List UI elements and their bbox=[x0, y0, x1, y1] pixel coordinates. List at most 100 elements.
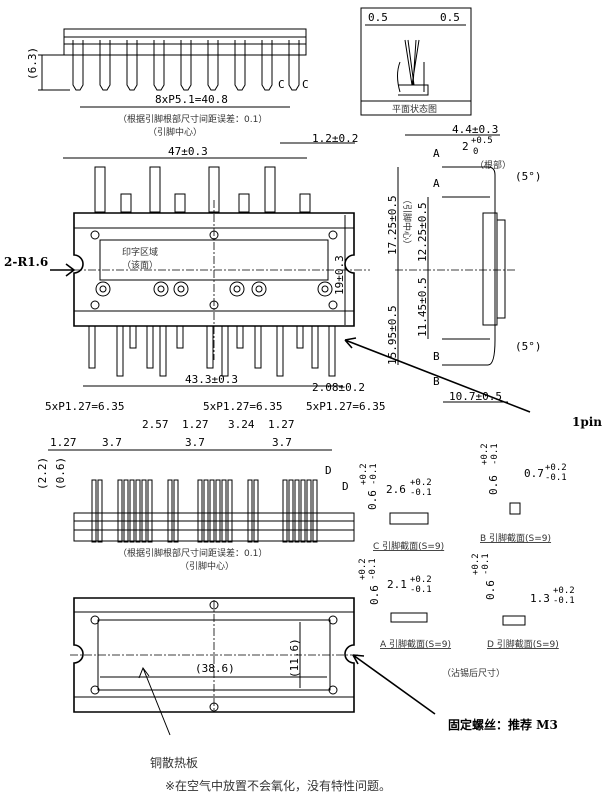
lead bbox=[253, 479, 259, 543]
lower-pin bbox=[146, 325, 154, 369]
tol: -0.1 bbox=[545, 473, 567, 483]
root-note: （根部） bbox=[475, 159, 511, 171]
section-d-marker: D bbox=[342, 480, 349, 493]
lead bbox=[123, 479, 129, 543]
top-view: 47±0.3 1.2±0.2 印字区域 （该面） 2-R1.6 19±0.3 4… bbox=[4, 132, 602, 429]
lead bbox=[282, 479, 288, 543]
section-b-marker: B bbox=[433, 350, 440, 363]
dim: 3.7 bbox=[272, 436, 292, 449]
pin1-label: 1pin bbox=[572, 415, 602, 429]
pin bbox=[99, 40, 111, 91]
lead bbox=[227, 479, 233, 543]
section-label: B 引脚截面(S=9) bbox=[480, 532, 551, 544]
dim-11-45: 11.45±0.5 bbox=[416, 277, 429, 337]
footnote: ※在空气中放置不会氧化，没有特性问题。 bbox=[165, 778, 391, 793]
lower-pin bbox=[254, 325, 262, 369]
mount-hole bbox=[328, 685, 338, 695]
thickness-dim: 4.4±0.3 bbox=[452, 123, 498, 136]
lead bbox=[221, 479, 227, 543]
pin bbox=[207, 40, 219, 91]
pin-offset-dim: 1.2±0.2 bbox=[312, 132, 358, 145]
pin bbox=[234, 40, 246, 91]
lead bbox=[129, 479, 135, 543]
upper-pin bbox=[264, 166, 276, 213]
height-dim: 19±0.3 bbox=[333, 255, 346, 295]
dim-0-6: (0.6) bbox=[54, 457, 67, 490]
screw-label: 固定螺丝：推荐 M3 bbox=[448, 717, 558, 732]
pin-section-c: 0.6 +0.2 -0.1 2.6 +0.2 -0.1 C 引脚截面(S=9) bbox=[359, 463, 444, 552]
section-a-marker: A bbox=[433, 177, 440, 190]
mount-hole bbox=[328, 230, 338, 240]
dim: 3.24 bbox=[228, 418, 255, 431]
width: 1.3 bbox=[530, 592, 550, 605]
lower-pin bbox=[328, 325, 336, 377]
pin-section-b: 0.6 +0.2 -0.1 0.7 +0.2 -0.1 B 引脚截面(S=9) bbox=[480, 443, 567, 544]
pin-boss bbox=[229, 281, 245, 297]
pin-boss-center bbox=[99, 285, 107, 293]
solder-note: （沾锡后尺寸） bbox=[442, 667, 505, 679]
pin bbox=[180, 40, 192, 91]
mount-hole bbox=[328, 615, 338, 625]
pin bbox=[153, 40, 165, 91]
height-dim: (6.3) bbox=[26, 47, 39, 80]
lead bbox=[312, 479, 318, 543]
root-dim: 2 bbox=[462, 140, 469, 153]
width: 2.6 bbox=[386, 483, 406, 496]
pin-center-note: （引脚中心） bbox=[148, 126, 202, 138]
thickness: 0.6 bbox=[366, 490, 379, 510]
upper-pin bbox=[238, 193, 250, 213]
lead bbox=[215, 479, 221, 543]
mount-hole bbox=[209, 600, 219, 610]
pitch-dim: 8xP5.1=40.8 bbox=[155, 93, 228, 106]
right-side-view: 4.4±0.3 2 +0.5 0 （根部） (5°) (5°) A A B B … bbox=[386, 123, 542, 403]
upper-pin bbox=[149, 166, 161, 213]
mount-hole bbox=[328, 300, 338, 310]
lower-pin bbox=[221, 325, 229, 377]
tol: +0.2 bbox=[471, 553, 481, 575]
tol: -0.1 bbox=[481, 553, 491, 575]
inset-caption: 平面状态图 bbox=[392, 103, 437, 115]
thickness: 0.6 bbox=[368, 585, 381, 605]
mount-hole bbox=[209, 702, 219, 712]
dim-17-25: 17.25±0.5 bbox=[386, 195, 399, 255]
angle-bottom: (5°) bbox=[515, 340, 542, 353]
root-tol-plus: +0.5 bbox=[471, 136, 493, 146]
notch-radius-label: 2-R1.6 bbox=[4, 255, 48, 269]
pin-boss-center bbox=[233, 285, 241, 293]
upper-pin bbox=[299, 193, 311, 213]
pin bbox=[126, 40, 138, 91]
heatsink-label: 铜散热板 bbox=[150, 755, 198, 770]
tolerance-note: （根据引脚根部尺寸间距误差：0.1） bbox=[118, 113, 267, 125]
pin-center-note: （引脚中心） bbox=[401, 195, 413, 249]
width: 0.7 bbox=[524, 467, 544, 480]
thickness: 0.6 bbox=[484, 580, 497, 600]
section-label: C 引脚截面(S=9) bbox=[373, 540, 444, 552]
lead bbox=[300, 479, 306, 543]
lead bbox=[91, 479, 97, 543]
pin-boss bbox=[251, 281, 267, 297]
upper-pin bbox=[120, 193, 132, 213]
width-dim: 47±0.3 bbox=[168, 145, 208, 158]
lower-pin bbox=[206, 325, 214, 369]
section-c-marker: C bbox=[278, 78, 285, 91]
inset-dim-left: 0.5 bbox=[368, 11, 388, 24]
pin bbox=[261, 40, 273, 91]
length-dim: (38.6) bbox=[195, 662, 235, 675]
upper-pin bbox=[94, 166, 106, 213]
dim: 1.27 bbox=[182, 418, 209, 431]
section-a-marker: A bbox=[433, 147, 440, 160]
pin-section-a: 0.6 +0.2 -0.1 2.1 +0.2 -0.1 A 引脚截面(S=9) bbox=[358, 558, 451, 650]
lower-pin bbox=[236, 325, 244, 349]
top-side-view: (6.3) C C 8xP5.1=40.8 （根据引脚根部尺寸间距误差：0.1）… bbox=[26, 28, 309, 138]
section-label: D 引脚截面(S=9) bbox=[487, 638, 559, 650]
pitch-dim: 5xP1.27=6.35 bbox=[203, 400, 282, 413]
root-tol-minus: 0 bbox=[473, 147, 478, 157]
lead bbox=[288, 479, 294, 543]
mount-hole bbox=[90, 300, 100, 310]
mount-hole bbox=[90, 615, 100, 625]
tol: -0.1 bbox=[490, 443, 500, 465]
inset-dim-right: 0.5 bbox=[440, 11, 460, 24]
pin-section-d: 0.6 +0.2 -0.1 1.3 +0.2 -0.1 D 引脚截面(S=9) bbox=[471, 553, 575, 650]
lead bbox=[117, 479, 123, 543]
dim: 1.27 bbox=[268, 418, 295, 431]
